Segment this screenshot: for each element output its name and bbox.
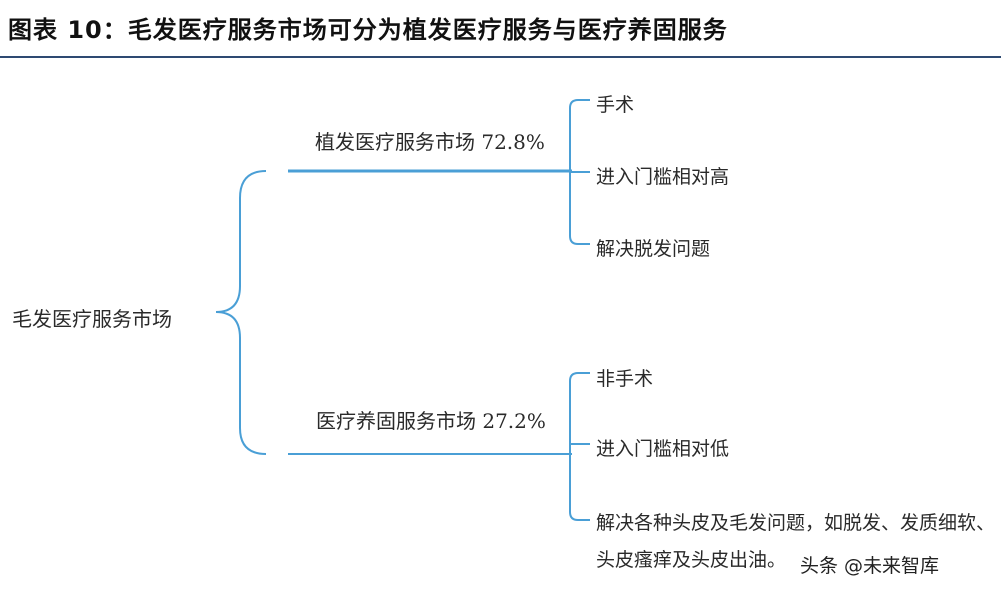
leaf-2-3-line-2: 头皮瘙痒及头皮出油。: [596, 549, 787, 571]
branch-2-label: 医疗养固服务市场 27.2%: [316, 409, 546, 433]
leaf-2-3-line-1: 解决各种头皮及毛发问题，如脱发、发质细软、: [596, 512, 996, 534]
root-node: 毛发医疗服务市场: [12, 307, 172, 331]
title-divider: [0, 56, 1001, 58]
page-title: 图表 10：毛发医疗服务市场可分为植发医疗服务与医疗养固服务: [8, 16, 728, 44]
leaf-2-2: 进入门槛相对低: [596, 438, 730, 460]
leaf-2-1: 非手术: [596, 368, 654, 390]
leaf-1-1: 手术: [596, 94, 635, 116]
leaf-1-2: 进入门槛相对高: [596, 166, 730, 188]
leaf-1-3: 解决脱发问题: [596, 238, 711, 260]
branch-2-bracket: [569, 372, 590, 521]
root-brace: [215, 170, 267, 455]
branch-1-label: 植发医疗服务市场 72.8%: [315, 130, 545, 154]
watermark: 头条 @未来智库: [800, 555, 940, 577]
